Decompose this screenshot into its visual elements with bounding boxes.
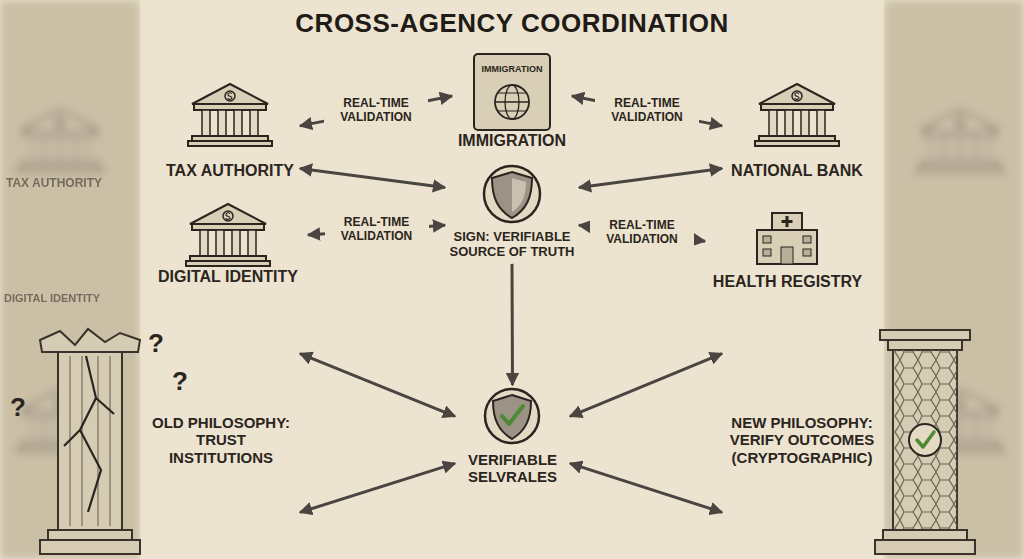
node-box: HEALTH REGISTRY xyxy=(705,205,870,295)
node-label: VERIFIABLE SELVRALES xyxy=(459,451,566,486)
broken-pillar xyxy=(40,329,140,554)
node-box: NATIONAL BANK xyxy=(722,78,872,184)
verified-pillar xyxy=(875,330,975,554)
bank-icon xyxy=(186,204,270,266)
edge-label: REAL-TIME VALIDATION xyxy=(325,215,429,245)
node-box: DIGITAL IDENTITY xyxy=(148,198,308,290)
node-label: HEALTH REGISTRY xyxy=(709,273,866,291)
node-label: IMMIGRATION xyxy=(456,132,568,150)
connector-arrow xyxy=(570,463,722,512)
edge-label: REAL-TIME VALIDATION xyxy=(324,96,428,126)
node-box: IMMIGRATION IMMIGRATION xyxy=(452,48,572,155)
verified-shield-icon xyxy=(485,389,539,443)
node-box: VERIFIABLE SELVRALES xyxy=(455,385,570,490)
connector-arrow xyxy=(570,354,722,417)
node-label: NATIONAL BANK xyxy=(726,162,868,180)
question-mark: ? xyxy=(10,392,26,423)
paper-sheet xyxy=(140,0,884,559)
node-label: SIGN: VERIFIABLE SOURCE OF TRUTH xyxy=(449,230,575,260)
shield-icon xyxy=(484,166,540,222)
connector-arrow xyxy=(300,168,445,187)
background-label: TAX AUTHORITY xyxy=(6,176,102,190)
hospital-icon xyxy=(757,213,817,264)
node-label: TAX AUTHORITY xyxy=(164,162,296,180)
node-box: SIGN: VERIFIABLE SOURCE OF TRUTH xyxy=(445,162,579,264)
question-mark: ? xyxy=(172,366,188,397)
bank-icon xyxy=(188,84,272,146)
connector-arrow xyxy=(511,264,515,385)
question-mark: ? xyxy=(148,328,164,359)
bank-icon xyxy=(755,84,839,146)
node-label: NEW PHILOSOPHY: VERIFY OUTCOMES (CRYPTOG… xyxy=(726,414,878,466)
node-box: OLD PHILOSOPHY: TRUST INSTITUTIONS xyxy=(30,318,300,555)
connector-arrow xyxy=(300,354,455,417)
edge-label: REAL-TIME VALIDATION xyxy=(595,96,699,126)
node-label: OLD PHILOSOPHY: TRUST INSTITUTIONS xyxy=(146,414,296,466)
node-label: DIGITAL IDENTITY xyxy=(152,268,304,286)
diagram-title: CROSS-AGENCY COORDINATION xyxy=(0,8,1024,39)
connector-arrow xyxy=(300,96,452,126)
connector-arrow xyxy=(579,168,722,187)
connector-arrow xyxy=(572,96,722,126)
node-box: NEW PHILOSOPHY: VERIFY OUTCOMES (CRYPTOG… xyxy=(722,318,994,555)
node-label: IMMIGRATION xyxy=(456,64,568,74)
node-box: TAX AUTHORITY xyxy=(160,78,300,184)
background-label: DIGITAL IDENTITY xyxy=(4,292,100,304)
edge-label: REAL-TIME VALIDATION xyxy=(590,218,694,248)
connector-arrow xyxy=(300,463,455,512)
